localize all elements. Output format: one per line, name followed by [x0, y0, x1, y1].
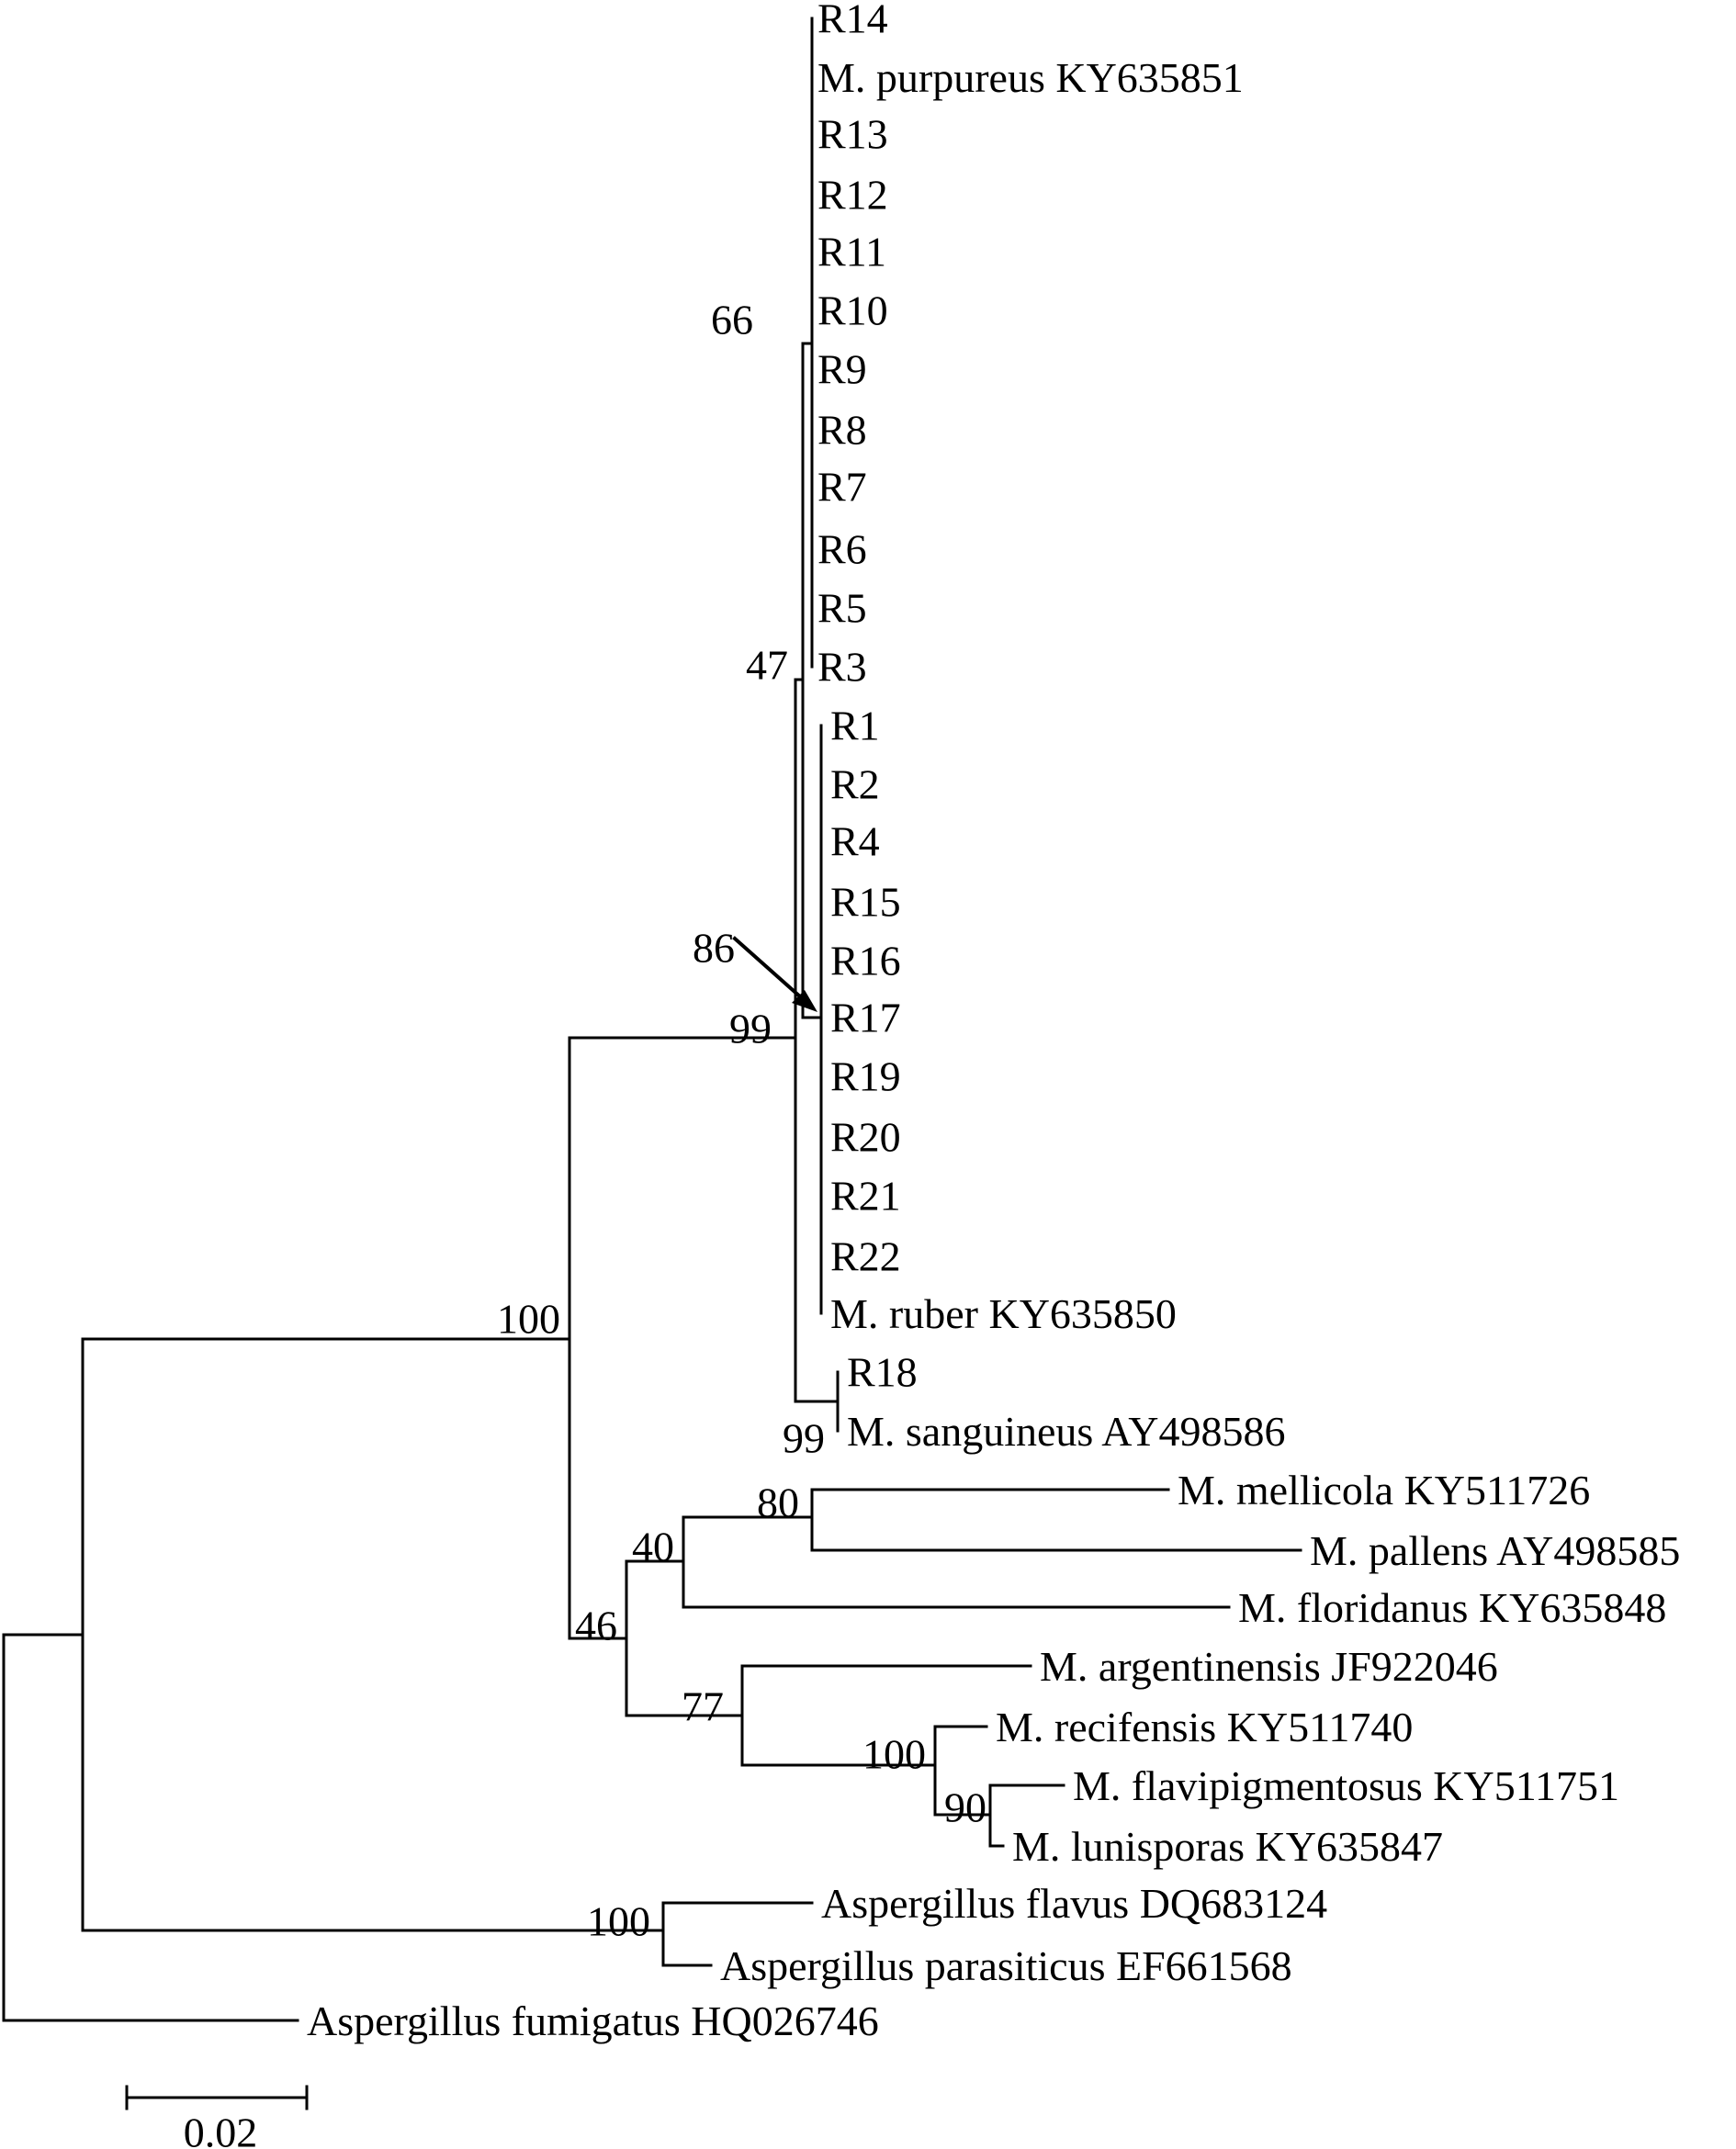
species-name: Aspergillus flavus [821, 1880, 1129, 1927]
taxon-label-sanguineus: M. sanguineus AY498586 [847, 1408, 1286, 1455]
bootstrap-value: 40 [632, 1524, 674, 1570]
taxon-label-R2: R2 [830, 761, 880, 808]
taxon-label-floridanus: M. floridanus KY635848 [1238, 1584, 1666, 1631]
taxon-label-R13: R13 [817, 111, 888, 158]
species-name: M. recifensis [996, 1704, 1216, 1750]
bootstrap-value: 66 [711, 297, 753, 343]
taxon-label-R21: R21 [830, 1173, 901, 1220]
bootstrap-value: 90 [944, 1784, 986, 1831]
scale-bar-label: 0.02 [184, 2110, 258, 2149]
node-pointer-arrow [732, 936, 804, 1000]
accession-number: KY635850 [978, 1290, 1177, 1337]
bootstrap-value: 47 [746, 642, 788, 689]
accession-number: KY635848 [1468, 1584, 1666, 1631]
taxon-label-R15: R15 [830, 879, 901, 926]
bootstrap-value: 77 [682, 1683, 724, 1730]
taxon-label-flavipigmentosus: M. flavipigmentosus KY511751 [1073, 1762, 1619, 1809]
taxon-label-recifensis: M. recifensis KY511740 [996, 1704, 1413, 1750]
taxon-label-R10: R10 [817, 287, 888, 334]
accession-number: KY511740 [1216, 1704, 1413, 1750]
species-name: M. pallens [1310, 1527, 1488, 1574]
taxon-label-R1: R1 [830, 703, 880, 749]
taxon-label-purpureus: M. purpureus KY635851 [817, 54, 1244, 101]
species-name: M. ruber [830, 1290, 978, 1337]
species-name: Aspergillus parasiticus [720, 1942, 1105, 1989]
accession-number: EF661568 [1105, 1942, 1291, 1989]
taxon-label-R18: R18 [847, 1349, 918, 1396]
taxon-label-R17: R17 [830, 995, 901, 1041]
accession-number: AY498586 [1093, 1408, 1285, 1455]
taxon-label-lunisporas: M. lunisporas KY635847 [1012, 1823, 1443, 1870]
taxon-label-R8: R8 [817, 407, 867, 454]
arrowhead [792, 990, 817, 1012]
species-name: M. argentinensis [1040, 1643, 1321, 1690]
taxon-label-R5: R5 [817, 585, 867, 632]
accession-number: HQ026746 [681, 1997, 879, 2044]
bootstrap-value: 100 [497, 1296, 560, 1343]
species-name: M. mellicola [1178, 1467, 1393, 1513]
taxon-label-argentinensis: M. argentinensis JF922046 [1040, 1643, 1498, 1690]
taxon-label-R14: R14 [817, 0, 888, 42]
taxon-label-ruber: M. ruber KY635850 [830, 1290, 1177, 1337]
accession-number: AY498585 [1488, 1527, 1680, 1574]
taxon-label-R11: R11 [817, 229, 886, 276]
taxon-label-R7: R7 [817, 464, 867, 511]
scale-bar: 0.02 [125, 2085, 309, 2149]
accession-number: KY635847 [1245, 1823, 1443, 1870]
bootstrap-value: 80 [757, 1480, 799, 1526]
taxon-label-R9: R9 [817, 346, 867, 393]
bootstrap-value: 100 [862, 1731, 926, 1778]
taxon-label-aparasiticus: Aspergillus parasiticus EF661568 [720, 1942, 1292, 1989]
bootstrap-values: 66 47 86 99 100 99 80 40 46 77 100 90 100 [497, 297, 986, 1945]
taxon-label-R6: R6 [817, 526, 867, 573]
taxon-label-aflavus: Aspergillus flavus DQ683124 [821, 1880, 1327, 1927]
accession-number: KY511751 [1423, 1762, 1619, 1809]
taxon-label-R3: R3 [817, 644, 867, 691]
species-name: M. purpureus [817, 54, 1045, 101]
species-name: M. sanguineus [847, 1408, 1093, 1455]
accession-number: JF922046 [1321, 1643, 1498, 1690]
taxon-label-R12: R12 [817, 172, 888, 219]
tree-branches [2, 17, 1302, 2022]
taxon-label-R4: R4 [830, 818, 880, 865]
taxon-label-R16: R16 [830, 938, 901, 984]
accession-number: KY635851 [1045, 54, 1244, 101]
species-name: M. floridanus [1238, 1584, 1468, 1631]
taxon-label-pallens: M. pallens AY498585 [1310, 1527, 1680, 1574]
bootstrap-value: 99 [729, 1006, 772, 1052]
species-name: M. flavipigmentosus [1073, 1762, 1423, 1809]
bootstrap-value: 86 [693, 925, 735, 972]
bootstrap-value: 46 [575, 1603, 617, 1649]
accession-number: DQ683124 [1129, 1880, 1327, 1927]
species-name: M. lunisporas [1012, 1823, 1245, 1870]
taxon-labels: R14 M. purpureus KY635851R13R12R11R10R9R8… [307, 0, 1680, 2044]
taxon-label-R22: R22 [830, 1233, 901, 1280]
accession-number: KY511726 [1393, 1467, 1590, 1513]
bootstrap-value: 99 [783, 1415, 825, 1462]
bootstrap-value: 100 [587, 1898, 650, 1945]
taxon-label-R19: R19 [830, 1053, 901, 1100]
taxon-label-R20: R20 [830, 1114, 901, 1161]
taxon-label-afumigatus: Aspergillus fumigatus HQ026746 [307, 1997, 879, 2044]
species-name: Aspergillus fumigatus [307, 1997, 681, 2044]
taxon-label-mellicola: M. mellicola KY511726 [1178, 1467, 1590, 1513]
